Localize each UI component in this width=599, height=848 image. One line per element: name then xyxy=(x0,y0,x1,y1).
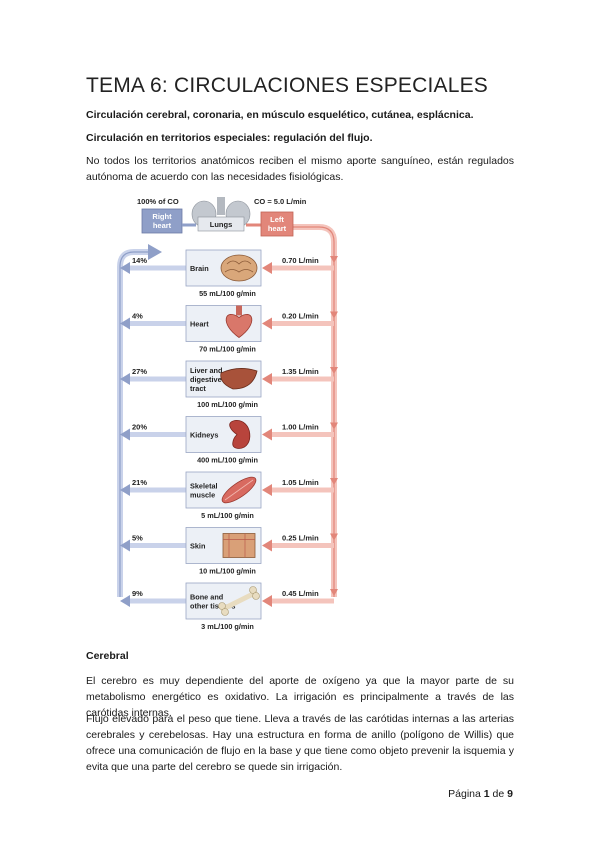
flow-per-mass: 70 mL/100 g/min xyxy=(199,345,256,354)
lungs-label: Lungs xyxy=(210,220,233,229)
flow-rate: 0.45 L/min xyxy=(282,589,319,598)
page-label: Página xyxy=(448,788,481,800)
muscle-icon xyxy=(221,476,257,504)
organ-row: Kidneys 20% 1.00 L/min 400 mL/100 g/min xyxy=(120,416,338,465)
organ-row: Heart 4% 0.20 L/min 70 mL/100 g/min xyxy=(120,305,338,354)
flow-rate: 1.00 L/min xyxy=(282,423,319,432)
flow-percent: 14% xyxy=(132,256,147,265)
flow-rate: 0.20 L/min xyxy=(282,312,319,321)
flow-per-mass: 400 mL/100 g/min xyxy=(197,456,258,465)
organ-name: Heart xyxy=(190,320,209,329)
arterial-arrowhead xyxy=(262,262,272,274)
intro-paragraph: No todos los territorios anatómicos reci… xyxy=(86,155,514,183)
liver-icon xyxy=(220,368,258,390)
flow-per-mass: 100 mL/100 g/min xyxy=(197,400,258,409)
organ-name: other tissues xyxy=(190,602,235,611)
venous-arrowhead xyxy=(120,595,130,607)
page-title: TEMA 6: CIRCULACIONES ESPECIALES xyxy=(86,74,489,97)
subtitle-2: Circulación en territorios especiales: r… xyxy=(86,132,373,144)
organ-name: Liver and xyxy=(190,366,222,375)
venous-arrowhead xyxy=(120,262,130,274)
venous-return-path xyxy=(117,244,162,597)
left-heart-label: heart xyxy=(268,224,287,233)
co-percent-label: 100% of CO xyxy=(137,197,179,206)
flow-rate: 1.05 L/min xyxy=(282,478,319,487)
right-heart-label: heart xyxy=(153,221,172,230)
organ-name: Skeletal xyxy=(190,482,218,491)
organ-name: muscle xyxy=(190,491,215,500)
arterial-arrowhead xyxy=(262,428,272,441)
arterial-arrowhead xyxy=(262,484,272,496)
organ-row: Brain 14% 0.70 L/min 55 mL/100 g/min xyxy=(120,249,338,298)
page-of: de xyxy=(492,788,505,800)
blood-flow-diagram: Right heart 100% of CO CO = 5.0 L/min Lu… xyxy=(117,197,338,631)
flow-percent: 20% xyxy=(132,423,147,432)
right-heart-label: Right xyxy=(152,212,172,221)
page-total: 9 xyxy=(507,788,513,800)
page-footer: Página 1 de 9 xyxy=(448,788,513,800)
lungs-icon: Lungs xyxy=(182,197,264,232)
organ-name: tract xyxy=(190,384,206,393)
flow-per-mass: 5 mL/100 g/min xyxy=(201,511,254,520)
arterial-arrowhead xyxy=(262,539,272,552)
organ-row: Skin 5% 0.25 L/min 10 mL/100 g/min xyxy=(120,527,338,576)
cerebral-paragraph-1: El cerebro es muy dependiente del aporte… xyxy=(86,675,514,719)
subtitle-1: Circulación cerebral, coronaria, en músc… xyxy=(86,109,474,121)
kidney-icon xyxy=(229,420,251,449)
flow-percent: 21% xyxy=(132,478,147,487)
organ-name: Brain xyxy=(190,264,209,273)
arterial-arrowhead xyxy=(262,317,272,330)
flow-percent: 5% xyxy=(132,534,143,543)
heart-icon xyxy=(225,305,253,338)
flow-rate: 0.70 L/min xyxy=(282,256,319,265)
organ-name: digestive xyxy=(190,375,222,384)
venous-arrowhead xyxy=(120,539,130,552)
flow-percent: 4% xyxy=(132,312,143,321)
arterial-path xyxy=(292,224,337,597)
venous-arrowhead xyxy=(120,373,130,385)
venous-arrowhead xyxy=(120,317,130,330)
venous-arrowhead xyxy=(120,484,130,496)
cerebral-paragraph-2: Flujo elevado para el peso que tiene. Ll… xyxy=(86,713,514,773)
left-heart-box: Left heart xyxy=(260,211,294,237)
arterial-arrowhead xyxy=(262,595,272,607)
cerebral-heading: Cerebral xyxy=(86,650,129,662)
organ-name: Kidneys xyxy=(190,431,218,440)
flow-percent: 27% xyxy=(132,367,147,376)
venous-arrowhead xyxy=(120,428,130,441)
organ-name: Bone and xyxy=(190,593,223,602)
venous-arrowhead xyxy=(148,244,162,260)
right-heart-box: Right heart xyxy=(141,208,183,234)
flow-per-mass: 55 mL/100 g/min xyxy=(199,289,256,298)
flow-rate: 1.35 L/min xyxy=(282,367,319,376)
flow-per-mass: 3 mL/100 g/min xyxy=(201,622,254,631)
flow-rate: 0.25 L/min xyxy=(282,534,319,543)
left-heart-label: Left xyxy=(270,215,284,224)
page-current: 1 xyxy=(483,788,490,800)
bone-icon xyxy=(218,586,260,616)
arterial-arrowhead xyxy=(262,373,272,385)
skin-icon xyxy=(222,533,256,558)
cardiac-output-label: CO = 5.0 L/min xyxy=(254,197,307,206)
organ-name: Skin xyxy=(190,542,205,551)
brain-icon xyxy=(220,254,258,282)
flow-percent: 9% xyxy=(132,589,143,598)
flow-per-mass: 10 mL/100 g/min xyxy=(199,567,256,576)
